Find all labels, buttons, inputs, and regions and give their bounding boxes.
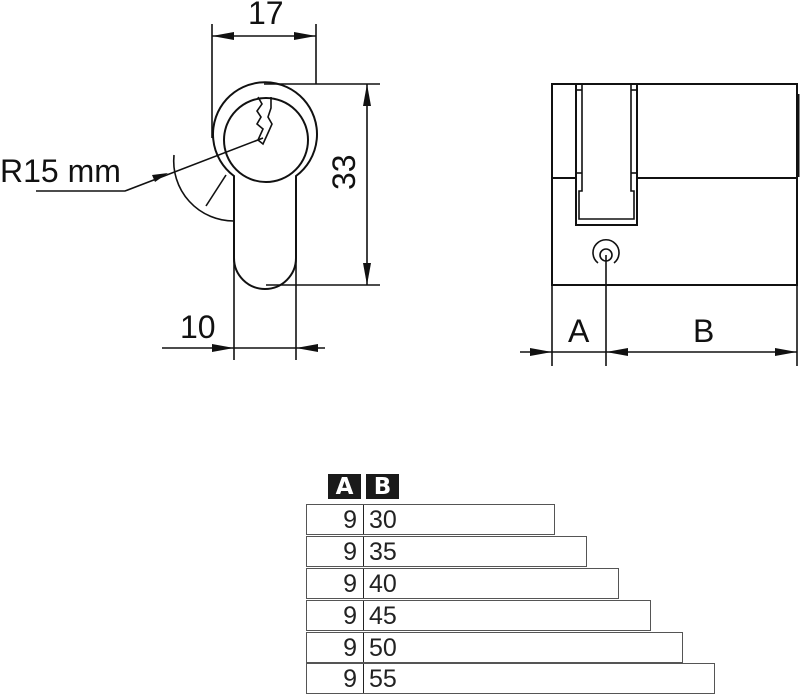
arrow-b-right [775,348,797,356]
cylinder-profile-outline [212,81,318,290]
dim-b-label: B [693,313,714,349]
radius-leader-line [36,137,264,192]
table-row: 9 55 [306,663,715,694]
radius-label: R15 mm [0,153,121,189]
cell-a: 9 [307,505,364,534]
cell-a: 9 [307,664,364,693]
header-b: B [366,474,399,500]
width-17-label: 17 [248,0,284,31]
arrow-10-right [296,344,318,352]
radius-tick [205,174,227,207]
arrow-bottom [363,263,371,285]
radius-arrow [152,173,168,182]
arrow-left [212,32,234,40]
cam-slot-inner [578,84,635,220]
arrow-right [294,32,316,40]
dim-a-label: A [568,313,590,349]
table-row: 9 35 [306,536,587,567]
arrow-a-left [530,348,552,356]
cell-a: 9 [307,537,364,566]
cell-b: 30 [369,506,397,534]
cylinder-body [551,83,798,286]
arrow-top [363,84,371,106]
cell-b: 50 [369,634,397,662]
front-view: R15 mm 17 33 10 [0,0,380,360]
cell-a: 9 [307,601,364,630]
table-row: 9 30 [306,504,555,535]
cell-a: 9 [307,569,364,598]
header-a: A [328,474,361,500]
radius-arc [172,154,235,222]
height-33-label: 33 [326,154,362,190]
cell-b: 55 [369,665,397,693]
width-10-label: 10 [180,309,216,345]
table-row: 9 40 [306,568,619,599]
arrow-a-right [606,348,628,356]
cam-slot-outer [575,84,638,226]
cell-b: 35 [369,538,397,566]
arrow-10-left [212,344,234,352]
table-row: 9 50 [306,632,683,663]
table-row: 9 45 [306,600,651,631]
cell-a: 9 [307,633,364,662]
cell-b: 40 [369,570,397,598]
keyway [255,96,273,146]
plug-circle [223,97,309,183]
side-view: A B [520,83,800,366]
cell-b: 45 [369,602,397,630]
screw-hole-outer [592,238,620,264]
